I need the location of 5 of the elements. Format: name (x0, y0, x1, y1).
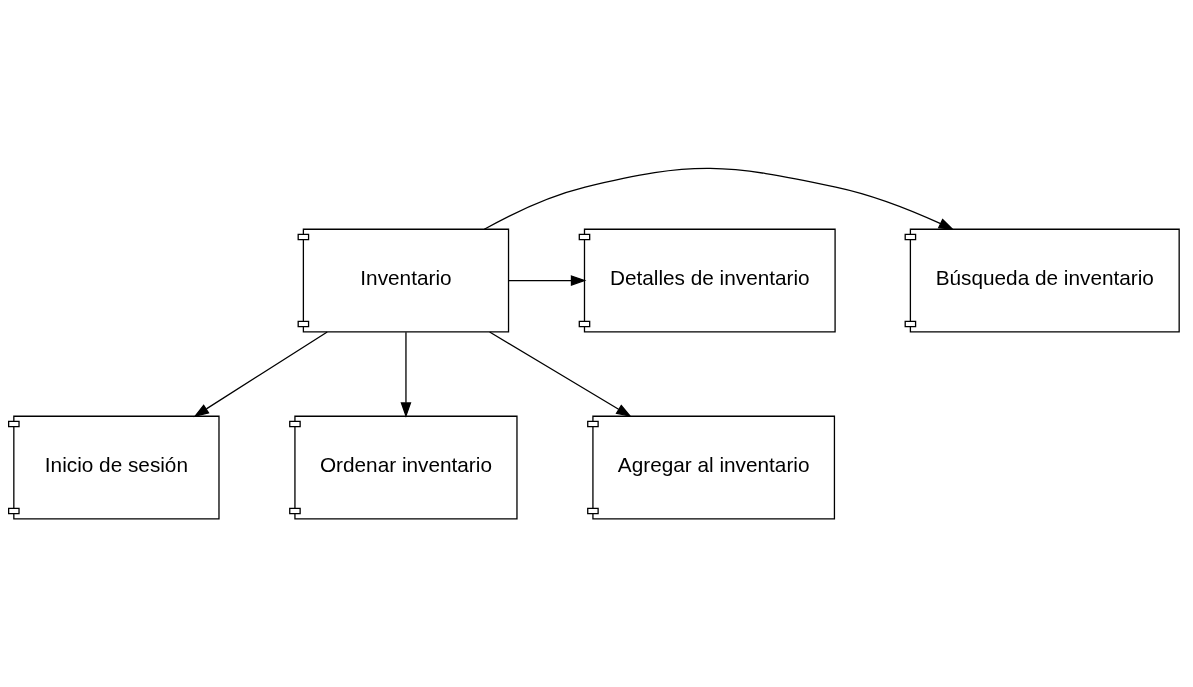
arrow (193, 331, 328, 418)
arrow (507, 275, 587, 286)
arrow (489, 331, 632, 418)
arrow (400, 331, 412, 418)
arrow (483, 167, 955, 231)
